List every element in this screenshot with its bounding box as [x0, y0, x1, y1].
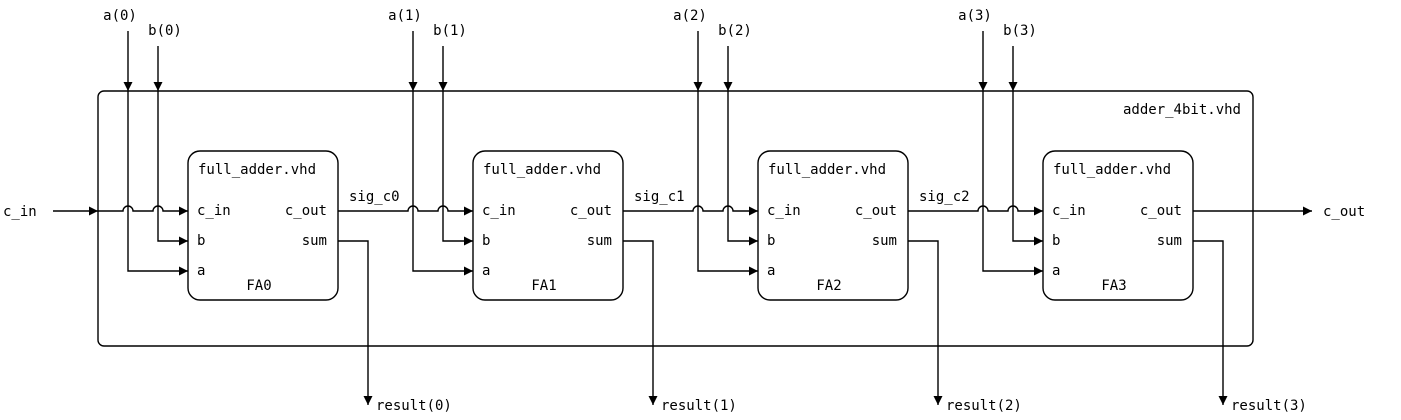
input-b-label: b(0): [148, 23, 182, 39]
carry-signal-label: sig_c2: [919, 189, 970, 205]
sum-output-wire: [1193, 240, 1228, 405]
input-a-wire: [412, 91, 473, 276]
carry-in-wire: [98, 205, 188, 216]
full-adder-instance-name: FA0: [246, 278, 271, 294]
input-b-label: b(3): [1003, 23, 1037, 39]
carry-in-wire: [338, 205, 473, 216]
port-label-c-out: c_out: [570, 203, 612, 219]
port-label-c-in: c_in: [1052, 203, 1086, 219]
port-label-b: b: [767, 233, 775, 249]
full-adder-instance-name: FA1: [531, 278, 556, 294]
full-adder-instance-name: FA2: [816, 278, 841, 294]
input-a-label: a(2): [673, 8, 707, 24]
full-adder-file-label: full_adder.vhd: [483, 162, 601, 178]
input-b-wire: [157, 91, 188, 246]
outer-entity-box: [97, 90, 1254, 347]
carry-signal-label: sig_c1: [634, 189, 685, 205]
input-a-wire: [127, 91, 188, 276]
port-label-a: a: [197, 263, 205, 279]
input-a-label: a(3): [958, 8, 992, 24]
port-label-a: a: [767, 263, 775, 279]
sum-output-wire: [338, 240, 373, 405]
port-label-b: b: [482, 233, 490, 249]
port-label-c-in: c_in: [482, 203, 516, 219]
sum-output-wire: [623, 240, 658, 405]
full-adder-box-0: [187, 150, 339, 301]
port-label-b: b: [197, 233, 205, 249]
port-label-c-in: c_in: [767, 203, 801, 219]
input-b-label: b(1): [433, 23, 467, 39]
result-label: result(2): [946, 398, 1022, 414]
input-b-wire: [1012, 91, 1043, 246]
adder-stages: full_adder.vhdFA0c_inbac_outsuma(0)b(0)s…: [53, 8, 1312, 414]
full-adder-file-label: full_adder.vhd: [198, 162, 316, 178]
carry-in-label: c_in: [3, 204, 37, 220]
result-label: result(0): [376, 398, 452, 414]
full-adder-file-label: full_adder.vhd: [1053, 162, 1171, 178]
port-label-c-out: c_out: [1140, 203, 1182, 219]
port-label-b: b: [1052, 233, 1060, 249]
full-adder-file-label: full_adder.vhd: [768, 162, 886, 178]
port-label-sum: sum: [872, 233, 897, 249]
port-label-c-out: c_out: [855, 203, 897, 219]
full-adder-box-3: [1042, 150, 1194, 301]
carry-out-label: c_out: [1323, 204, 1365, 220]
port-label-c-in: c_in: [197, 203, 231, 219]
input-b-wire: [442, 91, 473, 246]
port-label-sum: sum: [302, 233, 327, 249]
carry-signal-label: sig_c0: [349, 189, 400, 205]
port-label-sum: sum: [587, 233, 612, 249]
carry-in-wire: [623, 205, 758, 216]
port-label-a: a: [1052, 263, 1060, 279]
full-adder-box-2: [757, 150, 909, 301]
input-b-wire: [727, 91, 758, 246]
input-b-label: b(2): [718, 23, 752, 39]
port-label-c-out: c_out: [285, 203, 327, 219]
result-label: result(1): [661, 398, 737, 414]
result-label: result(3): [1231, 398, 1307, 414]
input-a-wire: [697, 91, 758, 276]
outer-entity-label: adder_4bit.vhd: [1123, 102, 1241, 118]
carry-in-wire: [908, 205, 1043, 216]
full-adder-instance-name: FA3: [1101, 278, 1126, 294]
input-a-label: a(0): [103, 8, 137, 24]
port-label-sum: sum: [1157, 233, 1182, 249]
full-adder-box-1: [472, 150, 624, 301]
input-a-label: a(1): [388, 8, 422, 24]
sum-output-wire: [908, 240, 943, 405]
input-a-wire: [982, 91, 1043, 276]
port-label-a: a: [482, 263, 490, 279]
